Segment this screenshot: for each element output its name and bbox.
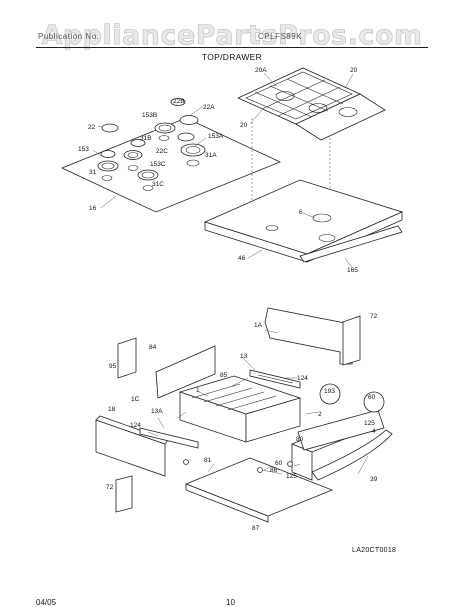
callout-87: 87 (252, 525, 260, 532)
callout-16: 16 (89, 205, 97, 212)
callout-85: 85 (220, 372, 228, 379)
section-title: TOP/DRAWER (201, 52, 263, 62)
burner-bases (97, 122, 206, 181)
drawer-front (297, 409, 385, 451)
callout-2: 2 (318, 411, 322, 418)
callout-124-upper: 124 (297, 375, 308, 382)
callout-31B: 31B (140, 135, 152, 142)
left-outer-side-panel (95, 415, 169, 477)
footer-page-number: 10 (226, 598, 235, 607)
left-side-panel (155, 345, 216, 399)
lower-rail (139, 427, 199, 449)
rear-panel (264, 307, 361, 366)
drawer-module (117, 337, 137, 379)
callout-22A: 22A (203, 104, 215, 111)
callout-31: 31 (89, 169, 97, 176)
small-screws (183, 459, 293, 473)
callout-153C: 153C (150, 161, 166, 168)
inset-detail-60 (363, 391, 385, 413)
callout-46: 46 (238, 255, 246, 262)
side-trim (299, 225, 403, 263)
drawer-bottom (184, 457, 334, 523)
callout-153: 153 (78, 146, 89, 153)
callout-165: 165 (347, 267, 358, 274)
callout-39: 39 (370, 476, 378, 483)
callout-13: 13 (240, 353, 248, 360)
callout-labels: 20A 20 20 22B 22A 22 153B 31B 153A 22C 1… (78, 67, 378, 532)
callout-60-lower: 60 (275, 460, 283, 467)
burner-grates (237, 67, 386, 141)
drawer-handle (311, 429, 393, 481)
callout-20: 20 (350, 67, 358, 74)
callout-20A: 20A (255, 67, 267, 74)
callout-95: 95 (109, 363, 117, 370)
model-number: CPLFS89K (258, 32, 303, 41)
callout-72-lower: 72 (106, 484, 114, 491)
callout-31A: 31A (205, 152, 217, 159)
footer-date: 04/05 (36, 598, 57, 607)
callout-125: 125 (364, 420, 375, 427)
diagram-reference-code: LA20CT0018 (352, 547, 397, 554)
callout-81: 81 (204, 457, 212, 464)
callout-13A: 13A (151, 408, 163, 415)
cooktop-top-panel (60, 117, 282, 213)
callout-18: 18 (108, 406, 116, 413)
callout-60: 60 (368, 394, 376, 401)
callout-4: 4 (372, 428, 376, 435)
callout-6: 6 (299, 209, 303, 216)
callout-86: 86 (270, 467, 278, 474)
callout-72-top: 72 (370, 313, 378, 320)
burner-caps (100, 98, 199, 158)
publication-label: Publication No. (38, 32, 100, 41)
callout-1: 1 (196, 387, 200, 394)
callout-31C: 31C (152, 181, 164, 188)
drawer-rail (249, 369, 301, 389)
burner-ports (101, 135, 200, 191)
callout-22: 22 (88, 124, 96, 131)
page-header: AppliancePartsPros.com Publication No. C… (0, 14, 464, 62)
callout-125-lower: 125 (286, 473, 297, 480)
drawer-body (178, 375, 302, 443)
callout-1A: 1A (254, 322, 263, 329)
callout-153B: 153B (142, 112, 157, 119)
bracket (115, 475, 133, 513)
callout-84: 84 (149, 344, 157, 351)
callout-1C: 1C (131, 396, 140, 403)
watermark: AppliancePartsPros.com (41, 20, 423, 52)
leader-lines (92, 72, 369, 475)
callout-20-lower: 20 (240, 122, 248, 129)
callout-124-lower: 124 (130, 422, 141, 429)
callout-80: 80 (296, 436, 304, 443)
callout-22C: 22C (156, 148, 168, 155)
header-rule (36, 47, 428, 48)
inset-detail-193 (319, 383, 341, 405)
callout-22B: 22B (173, 98, 185, 105)
callout-193: 193 (324, 388, 335, 395)
callout-153A: 153A (208, 133, 224, 140)
burner-box (203, 179, 404, 263)
